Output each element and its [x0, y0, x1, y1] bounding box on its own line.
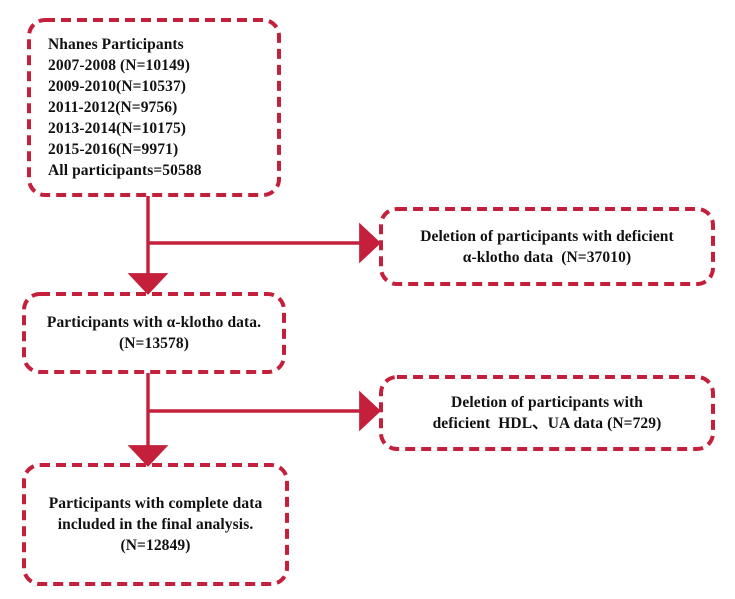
node-line: 2011-2012(N=9756) — [48, 99, 178, 116]
exclusion-klotho: Deletion of participants with deficient … — [379, 207, 715, 286]
exclusion-hdl-ua: Deletion of participants with deficient … — [379, 375, 715, 451]
nhanes-source-cohort: Nhanes Participants 2007-2008 (N=10149) … — [27, 18, 281, 197]
node-line: included in the final analysis. — [57, 516, 254, 533]
node-line: 2007-2008 (N=10149) — [48, 57, 191, 74]
node-line: 2013-2014(N=10175) — [48, 120, 187, 137]
node-line: Deletion of participants with — [451, 394, 643, 411]
klotho-cohort: Participants with α-klotho data. (N=1357… — [22, 292, 286, 374]
node-line: 2009-2010(N=10537) — [48, 78, 187, 95]
node-line: 2015-2016(N=9971) — [48, 141, 179, 158]
node-line: (N=12849) — [120, 537, 191, 554]
node-line: (N=13578) — [119, 335, 189, 352]
box-exclusion-hdl-ua — [379, 375, 715, 451]
node-line: Participants with complete data — [48, 495, 263, 512]
node-line: Deletion of participants with deficient — [420, 227, 674, 245]
node-line: α-klotho data (N=37010) — [462, 248, 632, 266]
node-line: deficient HDL、UA data (N=729) — [432, 415, 662, 432]
box-nhanes-source-cohort — [27, 18, 281, 197]
box-exclusion-klotho — [379, 207, 715, 286]
final-cohort: Participants with complete data included… — [22, 463, 289, 586]
node-line: All participants=50588 — [48, 162, 202, 179]
node-line: Participants with α-klotho data. — [46, 314, 262, 331]
node-line: Nhanes Participants — [48, 36, 184, 53]
